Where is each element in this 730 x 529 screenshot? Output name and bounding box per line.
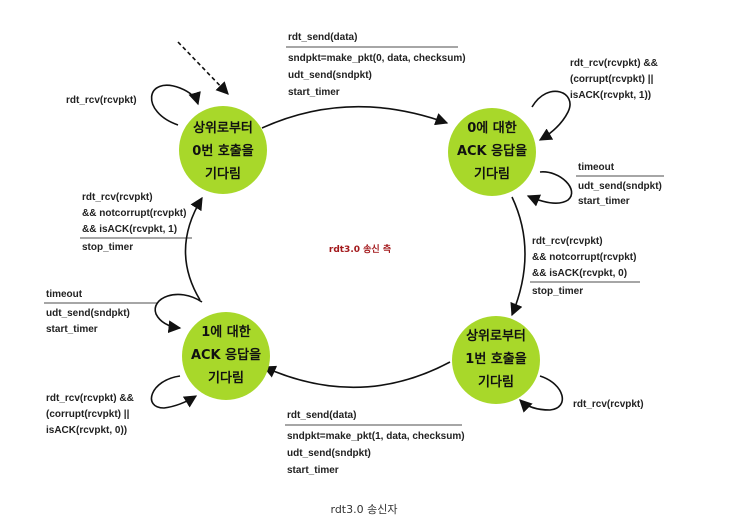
action-text: start_timer <box>287 465 339 476</box>
state-label: ACK 응답을 <box>191 347 261 363</box>
state-label: 기다림 <box>474 166 510 182</box>
state-circle <box>179 106 267 194</box>
state-wait-ack-1: 1에 대한 ACK 응답을 기다림 <box>182 312 270 400</box>
state-wait-ack-0: 0에 대한 ACK 응답을 기다림 <box>448 108 536 196</box>
transition-s3-self-corrupt: rdt_rcv(rcvpkt) && (corrupt(rcvpkt) || i… <box>46 393 134 436</box>
event-text: rdt_rcv(rcvpkt) <box>82 192 153 203</box>
self-loop-s1-timeout <box>526 171 573 207</box>
state-label: 기다림 <box>205 166 241 182</box>
event-text: isACK(rcvpkt, 0)) <box>46 425 127 436</box>
arc-left <box>184 196 203 301</box>
event-text: (corrupt(rcvpkt) || <box>46 409 130 420</box>
action-text: udt_send(sndpkt) <box>46 308 130 319</box>
event-text: rdt_rcv(rcvpkt) && <box>570 58 658 69</box>
self-loop-s2 <box>519 375 564 413</box>
state-label: ACK 응답을 <box>457 143 527 159</box>
action-text: udt_send(sndpkt) <box>288 70 372 81</box>
action-text: start_timer <box>578 196 630 207</box>
action-text: sndpkt=make_pkt(1, data, checksum) <box>287 431 465 442</box>
arc-bottom <box>262 361 451 389</box>
transition-right: rdt_rcv(rcvpkt) && notcorrupt(rcvpkt) &&… <box>530 236 640 297</box>
action-text: stop_timer <box>82 242 133 253</box>
state-label: 0에 대한 <box>467 120 516 136</box>
event-text: timeout <box>578 162 615 173</box>
state-circle <box>452 316 540 404</box>
event-text: && isACK(rcvpkt, 0) <box>532 268 627 279</box>
action-text: start_timer <box>288 87 340 98</box>
center-label: rdt3.0 송신 측 <box>329 243 391 255</box>
state-label: 1번 호출을 <box>465 351 526 367</box>
transition-s3-self-timeout: timeout udt_send(sndpkt) start_timer <box>44 289 158 335</box>
event-text: rdt_rcv(rcvpkt) && <box>46 393 134 404</box>
state-label: 1에 대한 <box>201 324 250 340</box>
state-wait-call-1: 상위로부터 1번 호출을 기다림 <box>452 316 540 404</box>
self-loop-s0 <box>150 84 201 126</box>
transition-s0-self: rdt_rcv(rcvpkt) <box>66 95 137 106</box>
event-text: rdt_rcv(rcvpkt) <box>66 95 137 106</box>
self-loop-s3-timeout <box>154 293 203 334</box>
state-circle <box>182 312 270 400</box>
event-text: (corrupt(rcvpkt) || <box>570 74 654 85</box>
self-loop-s3-corrupt <box>150 375 198 409</box>
event-text: && notcorrupt(rcvpkt) <box>532 252 636 263</box>
event-text: && isACK(rcvpkt, 1) <box>82 224 177 235</box>
event-text: rdt_rcv(rcvpkt) <box>532 236 603 247</box>
transition-left: rdt_rcv(rcvpkt) && notcorrupt(rcvpkt) &&… <box>80 192 192 253</box>
event-text: rdt_rcv(rcvpkt) <box>573 399 644 410</box>
transition-s1-self-corrupt: rdt_rcv(rcvpkt) && (corrupt(rcvpkt) || i… <box>570 58 658 101</box>
action-text: stop_timer <box>532 286 583 297</box>
state-label: 상위로부터 <box>466 328 526 344</box>
event-text: && notcorrupt(rcvpkt) <box>82 208 186 219</box>
state-circle <box>448 108 536 196</box>
initial-state-arrow <box>177 41 229 95</box>
transition-s2-self: rdt_rcv(rcvpkt) <box>573 399 644 410</box>
state-label: 0번 호출을 <box>192 143 253 159</box>
state-label: 상위로부터 <box>193 120 253 136</box>
state-label: 기다림 <box>478 374 514 390</box>
state-label: 기다림 <box>208 370 244 386</box>
action-text: sndpkt=make_pkt(0, data, checksum) <box>288 53 466 64</box>
event-text: rdt_send(data) <box>288 32 357 43</box>
transition-bottom: rdt_send(data) sndpkt=make_pkt(1, data, … <box>285 410 465 476</box>
event-text: timeout <box>46 289 83 300</box>
action-text: start_timer <box>46 324 98 335</box>
transition-s1-self-timeout: timeout udt_send(sndpkt) start_timer <box>576 162 664 207</box>
self-loop-s1-corrupt <box>531 90 571 141</box>
transition-top: rdt_send(data) sndpkt=make_pkt(0, data, … <box>286 32 466 98</box>
event-text: rdt_send(data) <box>287 410 356 421</box>
arc-top <box>261 105 449 129</box>
action-text: udt_send(sndpkt) <box>287 448 371 459</box>
event-text: isACK(rcvpkt, 1)) <box>570 90 651 101</box>
arc-right <box>510 196 526 317</box>
state-wait-call-0: 상위로부터 0번 호출을 기다림 <box>179 106 267 194</box>
figure-caption: rdt3.0 송신자 <box>331 503 398 516</box>
action-text: udt_send(sndpkt) <box>578 181 662 192</box>
